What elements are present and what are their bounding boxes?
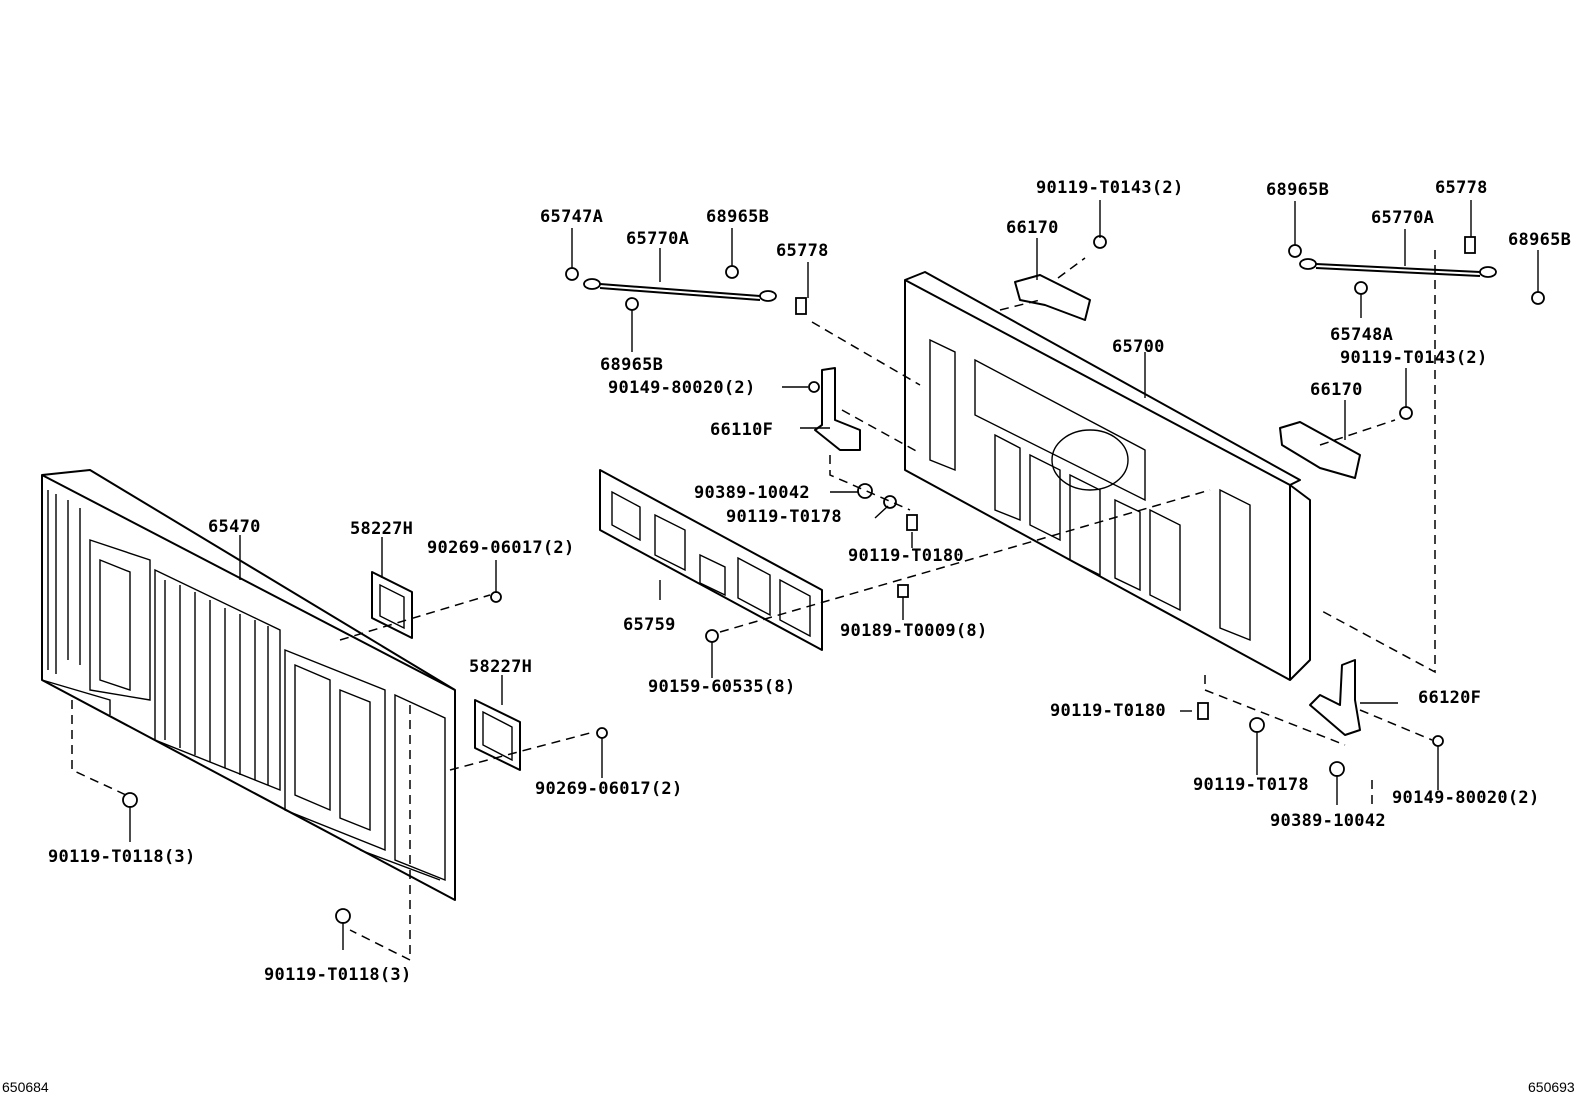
label-65748A: 65748A bbox=[1330, 325, 1393, 345]
hinge-bracket-66110F bbox=[814, 367, 861, 451]
inner-tailgate-frame bbox=[904, 271, 1311, 681]
label-90189: 90189-T0009(8) bbox=[840, 621, 988, 641]
fasteners bbox=[122, 235, 1545, 924]
label-65778-left: 65778 bbox=[776, 241, 829, 261]
label-66170-top: 66170 bbox=[1006, 218, 1059, 238]
label-90269-bottom: 90269-06017(2) bbox=[535, 779, 683, 799]
label-65700: 65700 bbox=[1112, 337, 1165, 357]
label-65778-right: 65778 bbox=[1435, 178, 1488, 198]
label-65770A-left: 65770A bbox=[626, 229, 689, 249]
label-65759: 65759 bbox=[623, 615, 676, 635]
outer-tailgate-panel bbox=[41, 469, 456, 901]
label-90159: 90159-60535(8) bbox=[648, 677, 796, 697]
label-65770A-right: 65770A bbox=[1371, 208, 1434, 228]
label-90119T0178-right: 90119-T0178 bbox=[1193, 775, 1309, 795]
label-90269-top: 90269-06017(2) bbox=[427, 538, 575, 558]
label-68965B-left-top: 68965B bbox=[706, 207, 769, 227]
label-90389-left: 90389-10042 bbox=[694, 483, 810, 503]
handle-top bbox=[1014, 274, 1091, 321]
label-66170-right: 66170 bbox=[1310, 380, 1363, 400]
label-66110F: 66110F bbox=[710, 420, 773, 440]
label-90119T0143-top: 90119-T0143(2) bbox=[1036, 178, 1184, 198]
label-58227H-bottom: 58227H bbox=[469, 657, 532, 677]
label-90149-right: 90149-80020(2) bbox=[1392, 788, 1540, 808]
label-68965B-right-top: 68965B bbox=[1266, 180, 1329, 200]
hinge-bracket-66120F bbox=[1309, 659, 1361, 736]
label-90119T0180-top: 90119-T0180 bbox=[848, 546, 964, 566]
label-90149-left: 90149-80020(2) bbox=[608, 378, 756, 398]
gasket-upper bbox=[371, 571, 413, 639]
leader-lines bbox=[129, 200, 1539, 950]
label-65470: 65470 bbox=[208, 517, 261, 537]
label-90389-right: 90389-10042 bbox=[1270, 811, 1386, 831]
label-68965B-left-bottom: 68965B bbox=[600, 355, 663, 375]
cable-right bbox=[1299, 258, 1497, 278]
cable-left bbox=[583, 278, 777, 302]
label-68965B-right: 68965B bbox=[1508, 230, 1571, 250]
label-58227H-top: 58227H bbox=[350, 519, 413, 539]
label-90119T0118-bottom: 90119-T0118(3) bbox=[264, 965, 412, 985]
label-90119T0178-left: 90119-T0178 bbox=[726, 507, 842, 527]
reference-code-right: 650693 bbox=[1528, 1079, 1575, 1095]
gasket-lower bbox=[474, 699, 521, 771]
label-90119T0143-right: 90119-T0143(2) bbox=[1340, 348, 1488, 368]
label-90119T0180-bottom: 90119-T0180 bbox=[1050, 701, 1166, 721]
reference-code-left: 650684 bbox=[2, 1079, 49, 1095]
label-66120F: 66120F bbox=[1418, 688, 1481, 708]
alignment-lines bbox=[71, 250, 1436, 962]
handle-right bbox=[1279, 421, 1361, 479]
label-65747A: 65747A bbox=[540, 207, 603, 227]
access-panel bbox=[599, 469, 823, 651]
label-90119T0118-left: 90119-T0118(3) bbox=[48, 847, 196, 867]
part-labels: 65747A 65770A 68965B 65778 68965B 90149-… bbox=[48, 178, 1571, 985]
